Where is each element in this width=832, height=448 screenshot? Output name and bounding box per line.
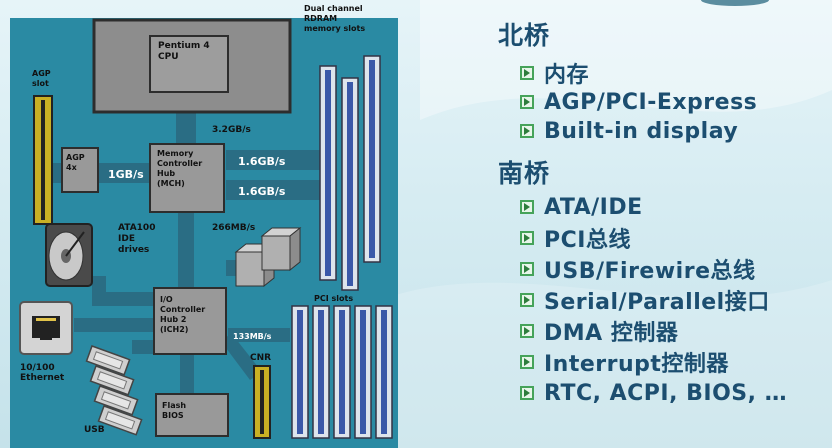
pci-slot [375,305,393,439]
bw-agp-label: 1GB/s [108,168,144,181]
southbridge-item-label: ATA/IDE [544,194,643,220]
pci-slot [354,305,372,439]
bullet-arrow-icon [520,324,534,338]
northbridge-item-label: Built-in display [544,118,739,144]
bus-agpslot-agp [52,163,62,183]
rdram-slot [341,77,359,291]
bus-flash [180,352,194,396]
northbridge-item: Built-in display [520,118,738,144]
bullet-arrow-icon [520,200,534,214]
hard-drive-icon [45,223,93,287]
usb-ports-icon [85,345,143,436]
northbridge-heading: 北桥 [498,21,551,50]
southbridge-item-label: USB/Firewire总线 [544,259,756,284]
bullet-arrow-icon [520,124,534,138]
ethernet-port-icon [19,301,73,355]
bus-agp-mch [98,163,152,183]
cnr-label: CNR [250,353,271,363]
northbridge-item: 内存 [520,60,590,88]
bullet-arrow-icon [520,355,534,369]
southbridge-item-label: Interrupt控制器 [544,352,729,377]
ich-chip [153,287,227,355]
bus-mch-mem1 [226,150,320,170]
pci-slot [312,305,330,439]
bus-mch-ich [178,212,194,292]
support-chips [234,226,302,288]
bullet-arrow-icon [520,231,534,245]
bus-pci [228,328,290,342]
southbridge-item: PCI总线 [520,225,631,253]
bw-pci-label: 133MB/s [233,332,272,341]
pci-slots [291,305,393,439]
bus-usb [132,340,156,354]
northbridge-item-label: AGP/PCI-Express [544,89,758,115]
bullet-arrow-icon [520,262,534,276]
southbridge-item: Interrupt控制器 [520,349,729,377]
southbridge-item: Serial/Parallel接口 [520,287,770,315]
northbridge-item: AGP/PCI-Express [520,89,757,115]
bw-mem1-label: 1.6GB/s [238,155,286,168]
bullet-arrow-icon [520,293,534,307]
southbridge-item: RTC, ACPI, BIOS, … [520,380,787,406]
southbridge-item: USB/Firewire总线 [520,256,756,284]
flash-chip [155,393,229,437]
bw-hub-label: 266MB/s [212,223,255,233]
bus-mch-mem2 [226,180,320,200]
southbridge-item-label: PCI总线 [544,228,631,253]
southbridge-heading: 南桥 [498,159,551,188]
bus-ide [92,292,154,306]
rdram-slot [319,65,337,281]
pci-label: PCI slots [314,294,353,303]
usb-label: USB [84,425,105,435]
bw-cpu-label: 3.2GB/s [212,125,251,135]
southbridge-item: DMA 控制器 [520,318,679,346]
southbridge-item-label: Serial/Parallel接口 [544,290,770,315]
southbridge-item-label: RTC, ACPI, BIOS, … [544,380,788,406]
agp4x-chip [61,147,99,193]
bus-cpu-mch [176,108,196,148]
bus-cnr [220,334,262,380]
bullet-arrow-icon [520,66,534,80]
rdram-slot [363,55,381,263]
mch-chip [149,143,225,213]
bus-ethernet [74,318,154,332]
pci-slot [333,305,351,439]
southbridge-item-label: DMA 控制器 [544,321,679,346]
bullet-arrow-icon [520,386,534,400]
pci-slot [291,305,309,439]
bw-mem2-label: 1.6GB/s [238,185,286,198]
rdram-slots [319,55,381,291]
northbridge-item-label: 内存 [544,63,590,88]
bus-ide-v [92,276,106,306]
southbridge-item: ATA/IDE [520,194,643,220]
bullet-arrow-icon [520,95,534,109]
